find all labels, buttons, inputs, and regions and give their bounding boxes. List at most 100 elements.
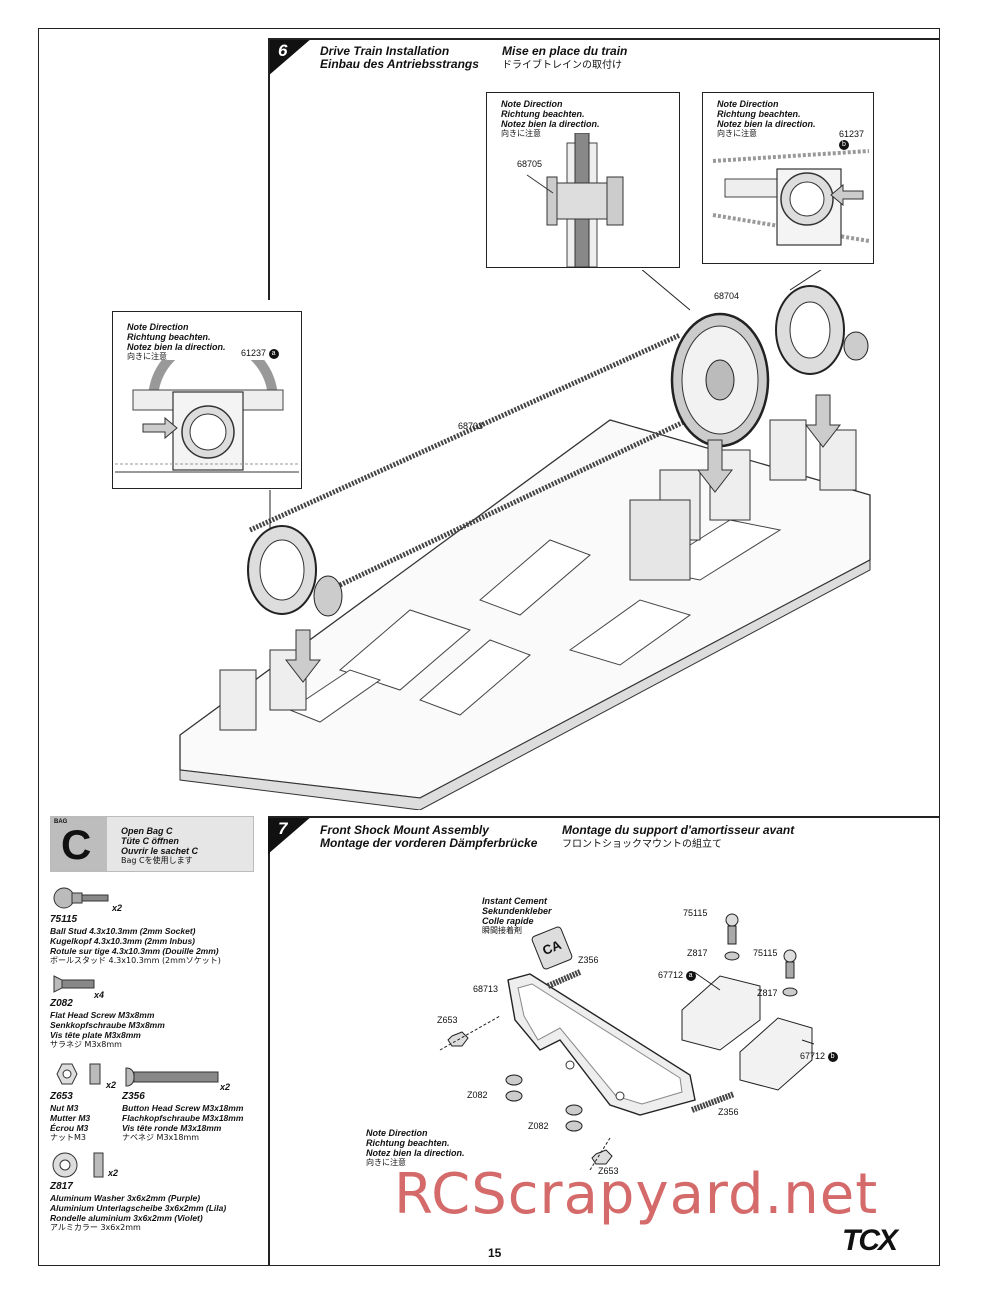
- cement-fr: Colle rapide: [482, 916, 534, 926]
- label-z082: Z082: [528, 1121, 549, 1131]
- part-desc-fr: Écrou M3: [50, 1123, 89, 1133]
- bag-label: BAG: [54, 819, 68, 825]
- ball-stud-icon: [53, 887, 109, 909]
- part-desc-de: Kugelkopf 4.3x10.3mm (2mm Inbus): [50, 936, 196, 946]
- part-id: Z356: [122, 1091, 145, 1102]
- part-desc-en: Button Head Screw M3x18mm: [122, 1103, 244, 1113]
- step-7-top-rule: [268, 816, 940, 818]
- part-qty: x2: [106, 1080, 117, 1090]
- note-jp: 向きに注意: [366, 1158, 406, 1167]
- step-7-title-en: Front Shock Mount Assembly: [320, 823, 489, 837]
- part-id: Z082: [50, 998, 73, 1009]
- part-number-68705: 68705: [517, 159, 543, 169]
- parts-divider: [268, 816, 270, 1266]
- aluminum-washer-icon: [52, 1152, 104, 1178]
- part-desc-fr: Vis tête ronde M3x18mm: [122, 1123, 222, 1133]
- label-67712: 67712 b: [800, 1051, 838, 1062]
- note-de: Richtung beachten.: [366, 1138, 450, 1148]
- cement-en: Instant Cement: [482, 896, 548, 906]
- step-6-title-jp: ドライブトレインの取付け: [502, 60, 622, 71]
- part-desc-en: Nut M3: [50, 1103, 79, 1113]
- part-desc-en: Aluminum Washer 3x6x2mm (Purple): [50, 1193, 201, 1203]
- label-z082: Z082: [467, 1090, 488, 1100]
- step-7-number: 7: [278, 819, 288, 838]
- note-jp: 向きに注意: [127, 352, 167, 361]
- badge-a-icon: a: [268, 348, 279, 359]
- note-jp: 向きに注意: [501, 129, 541, 138]
- part-label-belt: 68703: [458, 421, 484, 431]
- bag-tag: [51, 817, 107, 871]
- step-6-title-en: Drive Train Installation: [320, 44, 450, 58]
- note-de: Richtung beachten.: [501, 109, 585, 119]
- part-desc-de: Senkkopfschraube M3x8mm: [50, 1020, 165, 1030]
- step-6-title-de: Einbau des Antriebsstrangs: [320, 57, 479, 71]
- nut-icon: [56, 1063, 101, 1085]
- part-desc-de: Flachkopfschraube M3x18mm: [122, 1113, 244, 1123]
- bag-c-box: BAG C Open Bag C Tüte C öffnen Ouvrir le…: [50, 816, 254, 872]
- button-head-screw-icon: [125, 1067, 219, 1087]
- badge-a-icon: a: [685, 970, 696, 981]
- step-6-title-fr: Mise en place du train: [502, 44, 628, 58]
- note-fr: Notez bien la direction.: [501, 119, 600, 129]
- front-shock-mount-illustration: [439, 913, 815, 1170]
- label-z356: Z356: [578, 955, 599, 965]
- badge-b-icon: b: [839, 139, 849, 150]
- note-de: Richtung beachten.: [127, 332, 211, 342]
- note-en: Note Direction: [366, 1128, 428, 1138]
- label-z817: Z817: [757, 988, 778, 998]
- part-qty: x2: [112, 903, 123, 913]
- part-desc-jp: アルミカラー 3x6x2mm: [50, 1223, 141, 1232]
- note-de: Richtung beachten.: [717, 109, 801, 119]
- part-desc-en: Ball Stud 4.3x10.3mm (2mm Socket): [50, 926, 196, 936]
- bearing-holder-illustration: [115, 360, 299, 473]
- step-7-title-jp: フロントショックマウントの組立て: [562, 839, 722, 850]
- part-desc-en: Flat Head Screw M3x8mm: [50, 1010, 155, 1020]
- step-6-number-badge: 6: [268, 38, 312, 76]
- step-7-number-badge: 7: [268, 816, 312, 854]
- label-z817: Z817: [687, 948, 708, 958]
- bag-open-jp: Bag Cを使用します: [121, 856, 193, 865]
- bag-open-de: Tüte C öffnen: [121, 836, 179, 846]
- note-direction-callout-right: Note Direction Richtung beachten. Notez …: [702, 92, 874, 264]
- note-fr: Notez bien la direction.: [366, 1148, 465, 1158]
- cement-de: Sekundenkleber: [482, 906, 552, 916]
- part-desc-fr: Rondelle aluminium 3x6x2mm (Violet): [50, 1213, 203, 1223]
- part-desc-fr: Rotule sur tige 4.3x10.3mm (Douille 2mm): [50, 946, 219, 956]
- bag-letter: C: [61, 821, 92, 868]
- bearing-holder-illustration: [712, 149, 870, 246]
- part-id: Z653: [50, 1091, 73, 1102]
- page-number: 15: [488, 1246, 502, 1260]
- note-direction-callout-left: Note Direction Richtung beachten. Notez …: [112, 311, 302, 489]
- tcx-logo: TCX: [842, 1224, 898, 1257]
- step-7-title-fr: Montage du support d'amortisseur avant: [562, 823, 795, 837]
- note-jp: 向きに注意: [717, 129, 757, 138]
- part-desc-fr: Vis tête plate M3x8mm: [50, 1030, 141, 1040]
- cement-jp: 瞬間接着剤: [482, 926, 522, 935]
- part-qty: x2: [220, 1082, 231, 1092]
- note-fr: Notez bien la direction.: [717, 119, 816, 129]
- note-en: Note Direction: [717, 99, 779, 109]
- part-desc-jp: ナベネジ M3x18mm: [122, 1133, 200, 1142]
- badge-b-icon: b: [827, 1051, 838, 1062]
- part-desc-jp: ボールスタッド 4.3x10.3mm (2mmソケット): [50, 956, 221, 965]
- note-en: Note Direction: [127, 322, 189, 332]
- part-label-pulley: 68704: [714, 291, 740, 301]
- step-6-divider: [268, 38, 270, 300]
- part-desc-jp: サラネジ M3x8mm: [50, 1040, 122, 1049]
- note-en: Note Direction: [501, 99, 563, 109]
- note-fr: Notez bien la direction.: [127, 342, 226, 352]
- label-68713: 68713: [473, 984, 499, 994]
- label-z653: Z653: [437, 1015, 458, 1025]
- step-6-top-rule: [268, 38, 940, 40]
- label-z356: Z356: [718, 1107, 739, 1117]
- part-id: 75115: [50, 914, 78, 925]
- part-number-61237: 61237 a: [241, 348, 279, 359]
- note-direction-callout-middle: Note Direction Richtung beachten. Notez …: [486, 92, 680, 268]
- part-qty: x4: [94, 990, 105, 1000]
- label-z653: Z653: [598, 1166, 619, 1176]
- step-7-title-de: Montage der vorderen Dämpferbrücke: [320, 836, 538, 850]
- bag-open-fr: Ouvrir le sachet C: [121, 846, 199, 856]
- part-qty: x2: [108, 1168, 119, 1178]
- bag-open-en: Open Bag C: [121, 826, 173, 836]
- part-desc-jp: ナットM3: [50, 1133, 86, 1142]
